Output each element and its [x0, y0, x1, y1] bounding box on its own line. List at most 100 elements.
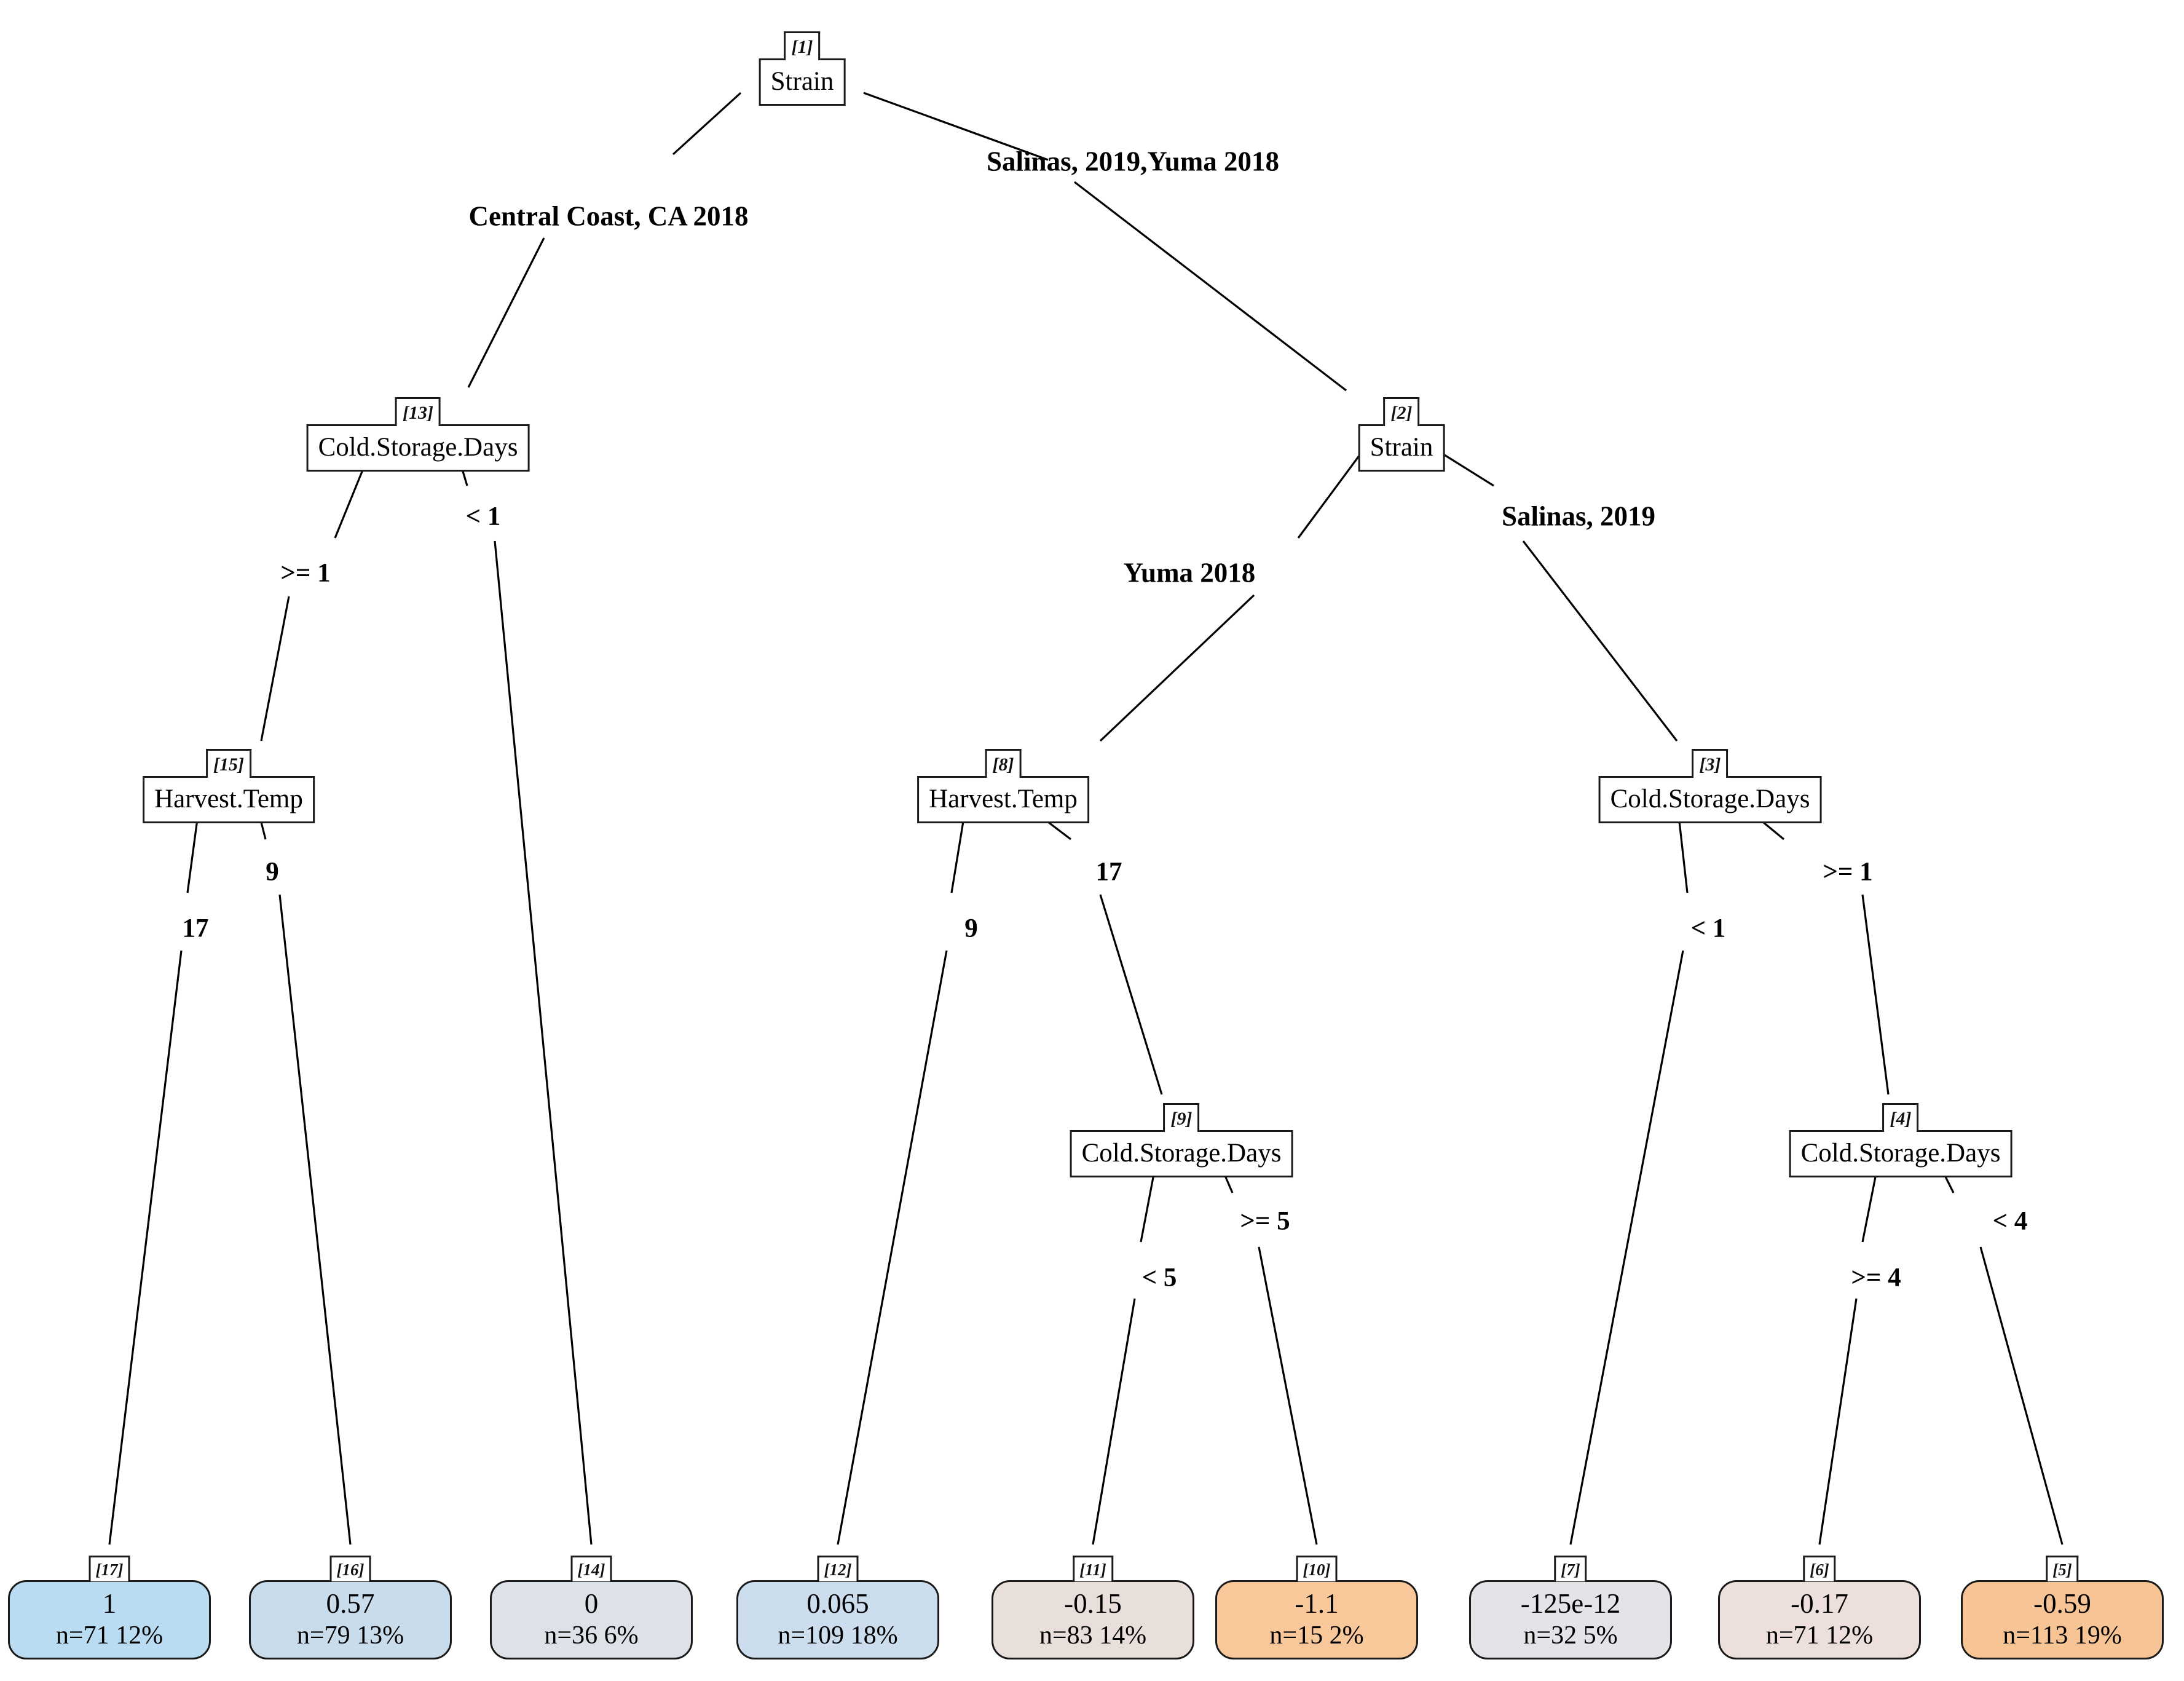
- split-node-label-8: Harvest.Temp: [917, 776, 1089, 823]
- edge-label-8-12: 9: [964, 914, 978, 943]
- leaf-id-badge-5: [5]: [2046, 1556, 2079, 1581]
- split-node-label-15: Harvest.Temp: [143, 776, 315, 823]
- edge-label-15-17: 17: [182, 914, 209, 943]
- split-node-label-13: Cold.Storage.Days: [306, 424, 530, 472]
- leaf-id-badge-10: [10]: [1296, 1556, 1338, 1581]
- leaf-count-7: n=32 5%: [1523, 1621, 1618, 1650]
- leaf-count-5: n=113 19%: [2003, 1621, 2122, 1650]
- leaf-value-11: -0.15: [1064, 1588, 1122, 1619]
- leaf-count-17: n=71 12%: [55, 1621, 164, 1650]
- leaf-id-badge-12: [12]: [817, 1556, 859, 1581]
- edge-label-4-5: < 4: [1992, 1206, 2028, 1236]
- leaf-id-badge-16: [16]: [329, 1556, 371, 1581]
- leaf-id-badge-7: [7]: [1554, 1556, 1587, 1581]
- tree-edge-1-13: [672, 92, 742, 156]
- edge-label-4-6: >= 4: [1851, 1263, 1901, 1292]
- tree-edge-4-6: [1818, 1298, 1858, 1545]
- leaf-value-14: 0: [584, 1588, 599, 1619]
- edge-label-15-16: 9: [266, 857, 279, 887]
- leaf-value-12: 0.065: [806, 1588, 869, 1619]
- edge-label-9-11: < 5: [1141, 1263, 1177, 1292]
- tree-edge-8-12: [837, 950, 948, 1545]
- split-node-8[interactable]: [8]Harvest.Temp: [917, 749, 1089, 823]
- tree-edge-9-10: [1258, 1246, 1318, 1545]
- leaf-id-badge-14: [14]: [570, 1556, 612, 1581]
- node-id-badge-9: [9]: [1163, 1103, 1200, 1132]
- split-node-4[interactable]: [4]Cold.Storage.Days: [1789, 1103, 2013, 1177]
- leaf-count-11: n=83 14%: [1039, 1621, 1147, 1650]
- split-node-9[interactable]: [9]Cold.Storage.Days: [1070, 1103, 1293, 1177]
- tree-edge-2-8: [1099, 594, 1255, 742]
- split-node-1[interactable]: [1]Strain: [759, 31, 846, 106]
- edge-label-13-15: >= 1: [280, 558, 331, 588]
- leaf-count-12: n=109 18%: [778, 1621, 898, 1650]
- tree-edge-1-2: [1074, 181, 1347, 392]
- split-node-3[interactable]: [3]Cold.Storage.Days: [1598, 749, 1822, 823]
- node-id-badge-3: [3]: [1692, 749, 1729, 778]
- leaf-value-10: -1.1: [1295, 1588, 1339, 1619]
- node-id-badge-8: [8]: [985, 749, 1022, 778]
- split-node-label-2: Strain: [1358, 424, 1445, 472]
- split-node-2[interactable]: [2]Strain: [1358, 397, 1445, 472]
- tree-edge-2-3: [1444, 454, 1494, 487]
- leaf-count-10: n=15 2%: [1269, 1621, 1364, 1650]
- edge-label-8-9: 17: [1095, 857, 1122, 887]
- tree-edge-1-13: [467, 237, 545, 388]
- node-id-badge-1: [1]: [784, 31, 821, 60]
- leaf-id-badge-17: [17]: [89, 1556, 130, 1581]
- node-id-badge-2: [2]: [1383, 397, 1420, 426]
- leaf-id-badge-11: [11]: [1073, 1556, 1113, 1581]
- tree-edge-9-11: [1092, 1298, 1136, 1545]
- tree-edge-15-16: [278, 894, 352, 1545]
- tree-edge-3-4: [1861, 894, 1890, 1095]
- edge-label-13-14: < 1: [465, 502, 501, 531]
- tree-edge-2-8: [1297, 454, 1361, 539]
- node-id-badge-15: [15]: [206, 749, 251, 778]
- node-id-badge-13: [13]: [395, 397, 441, 426]
- tree-edge-8-9: [1099, 894, 1163, 1095]
- split-node-label-3: Cold.Storage.Days: [1598, 776, 1822, 823]
- split-node-13[interactable]: [13]Cold.Storage.Days: [306, 397, 530, 472]
- leaf-value-16: 0.57: [326, 1588, 375, 1619]
- split-node-15[interactable]: [15]Harvest.Temp: [143, 749, 315, 823]
- split-node-label-1: Strain: [759, 58, 846, 106]
- leaf-count-16: n=79 13%: [296, 1621, 404, 1650]
- leaf-count-6: n=71 12%: [1765, 1621, 1874, 1650]
- tree-edge-2-3: [1522, 540, 1678, 742]
- tree-edge-13-14: [494, 540, 593, 1545]
- leaf-value-5: -0.59: [2033, 1588, 2091, 1619]
- tree-edge-15-17: [108, 950, 183, 1545]
- node-id-badge-4: [4]: [1882, 1103, 1919, 1132]
- edge-label-2-8: Yuma 2018: [1123, 557, 1256, 588]
- leaf-count-14: n=36 6%: [544, 1621, 639, 1650]
- split-node-label-4: Cold.Storage.Days: [1789, 1130, 2013, 1177]
- edge-label-1-13: Central Coast, CA 2018: [468, 200, 749, 232]
- edge-label-9-10: >= 5: [1240, 1206, 1290, 1236]
- leaf-value-7: -125e-12: [1520, 1588, 1621, 1619]
- leaf-id-badge-6: [6]: [1803, 1556, 1836, 1581]
- edge-label-1-2: Salinas, 2019,Yuma 2018: [987, 146, 1279, 177]
- edge-label-2-3: Salinas, 2019: [1501, 500, 1656, 532]
- tree-edge-4-5: [1979, 1246, 2064, 1545]
- leaf-value-17: 1: [102, 1588, 117, 1619]
